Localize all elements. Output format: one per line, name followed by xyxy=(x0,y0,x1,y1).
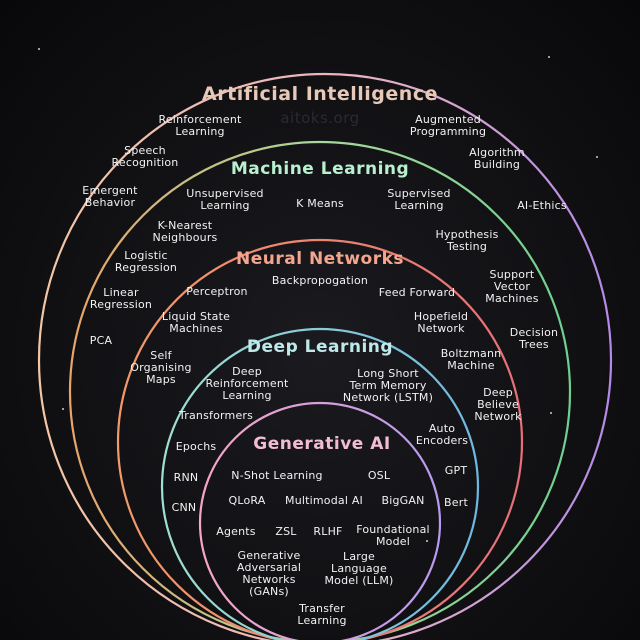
label-foundational-model: Foundational Model xyxy=(356,523,430,548)
label-algorithm-building: Algorithm Building xyxy=(469,146,525,171)
label-linear-regression: Linear Regression xyxy=(89,286,153,311)
star-decoration xyxy=(548,56,550,58)
label-bert: Bert xyxy=(444,496,468,509)
label-pca: PCA xyxy=(89,334,113,347)
label-self-organising-maps: Self Organising Maps xyxy=(130,349,192,386)
title-artificial-intelligence: Artificial Intelligence xyxy=(202,83,438,105)
label-hypothesis-testing: Hypothesis Testing xyxy=(435,228,499,253)
star-decoration xyxy=(426,540,428,542)
label-support-vector-machines: Support Vector Machines xyxy=(485,268,539,305)
label-deep-reinforcement-learning: Deep Reinforcement Learning xyxy=(205,365,289,402)
label-transformers: Transformers xyxy=(178,409,254,422)
label-cnn: CNN xyxy=(171,501,197,514)
label-llm: Large Language Model (LLM) xyxy=(324,550,394,587)
star-decoration xyxy=(62,408,64,410)
ring-generative-ai xyxy=(198,401,442,640)
label-k-nearest-neighbours: K-Nearest Neighbours xyxy=(152,219,218,244)
label-n-shot-learning: N-Shot Learning xyxy=(231,469,323,482)
star-decoration xyxy=(38,48,40,50)
label-logistic-regression: Logistic Regression xyxy=(114,249,178,274)
title-generative-ai: Generative AI xyxy=(253,434,391,454)
label-agents: Agents xyxy=(216,525,256,538)
label-liquid-state-machines: Liquid State Machines xyxy=(161,310,231,335)
label-zsl: ZSL xyxy=(275,525,297,538)
label-qlora: QLoRA xyxy=(228,494,266,507)
label-emergent-behavior: Emergent Behavior xyxy=(82,184,138,209)
ring-machine-learning xyxy=(68,140,572,640)
ring-neural-networks xyxy=(116,238,524,640)
label-decision-trees: Decision Trees xyxy=(509,326,559,351)
label-osl: OSL xyxy=(367,469,391,482)
label-augmented-programming: Augmented Programming xyxy=(409,113,487,138)
label-ai-ethics: AI-Ethics xyxy=(517,199,567,212)
label-boltzmann-machine: Boltzmann Machine xyxy=(440,347,502,372)
title-machine-learning: Machine Learning xyxy=(230,159,410,179)
label-auto-encoders: Auto Encoders xyxy=(415,422,469,447)
star-decoration xyxy=(550,412,552,414)
title-neural-networks: Neural Networks xyxy=(235,249,405,269)
title-deep-learning: Deep Learning xyxy=(246,337,394,357)
label-unsupervised-learning: Unsupervised Learning xyxy=(186,187,264,212)
label-rlhf: RLHF xyxy=(313,525,343,538)
label-multimodal-ai: Multimodal AI xyxy=(285,494,363,507)
star-decoration xyxy=(596,156,598,158)
label-reinforcement-learning: Reinforcement Learning xyxy=(158,113,242,138)
label-perceptron: Perceptron xyxy=(186,285,248,298)
ring-deep-learning xyxy=(160,327,480,640)
label-gans: Generative Adversarial Networks (GANs) xyxy=(236,549,302,598)
label-k-means: K Means xyxy=(296,197,344,210)
label-rnn: RNN xyxy=(173,471,199,484)
label-backpropogation: Backpropogation xyxy=(271,274,369,287)
label-biggan: BigGAN xyxy=(381,494,425,507)
label-deep-believe-network: Deep Believe Network xyxy=(474,386,522,423)
ring-artificial-intelligence xyxy=(37,72,613,640)
label-gpt: GPT xyxy=(444,464,468,477)
label-feed-forward: Feed Forward xyxy=(378,286,456,299)
watermark-text: aitoks.org xyxy=(280,109,360,127)
label-supervised-learning: Supervised Learning xyxy=(387,187,451,212)
label-transfer-learning: Transfer Learning xyxy=(297,602,347,627)
label-speech-recognition: Speech Recognition xyxy=(111,144,179,169)
label-epochs: Epochs xyxy=(175,440,217,453)
label-hopefield-network: Hopefield Network xyxy=(413,310,469,335)
label-lstm: Long Short Term Memory Network (LSTM) xyxy=(342,367,434,404)
